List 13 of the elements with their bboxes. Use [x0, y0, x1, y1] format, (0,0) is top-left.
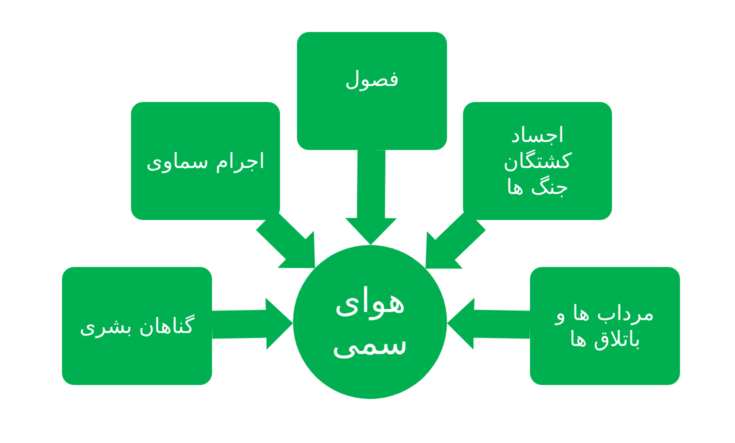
rounded-box — [463, 102, 612, 220]
box-label: مرداب ها و باتلاق ها — [554, 300, 656, 352]
rounded-box — [297, 32, 447, 150]
rounded-box — [530, 267, 680, 385]
box-label: اجرام سماوی — [146, 148, 265, 174]
box-label: گناهان بشری — [80, 312, 194, 340]
box-label: اجساد کشتگان جنگ ها — [502, 122, 573, 200]
rounded-box — [62, 267, 212, 385]
circle-label: هوای سمی — [330, 280, 410, 364]
box-label: فصول — [344, 66, 400, 92]
rounded-box — [131, 102, 280, 220]
arrow — [446, 298, 530, 350]
arrow — [212, 298, 294, 350]
